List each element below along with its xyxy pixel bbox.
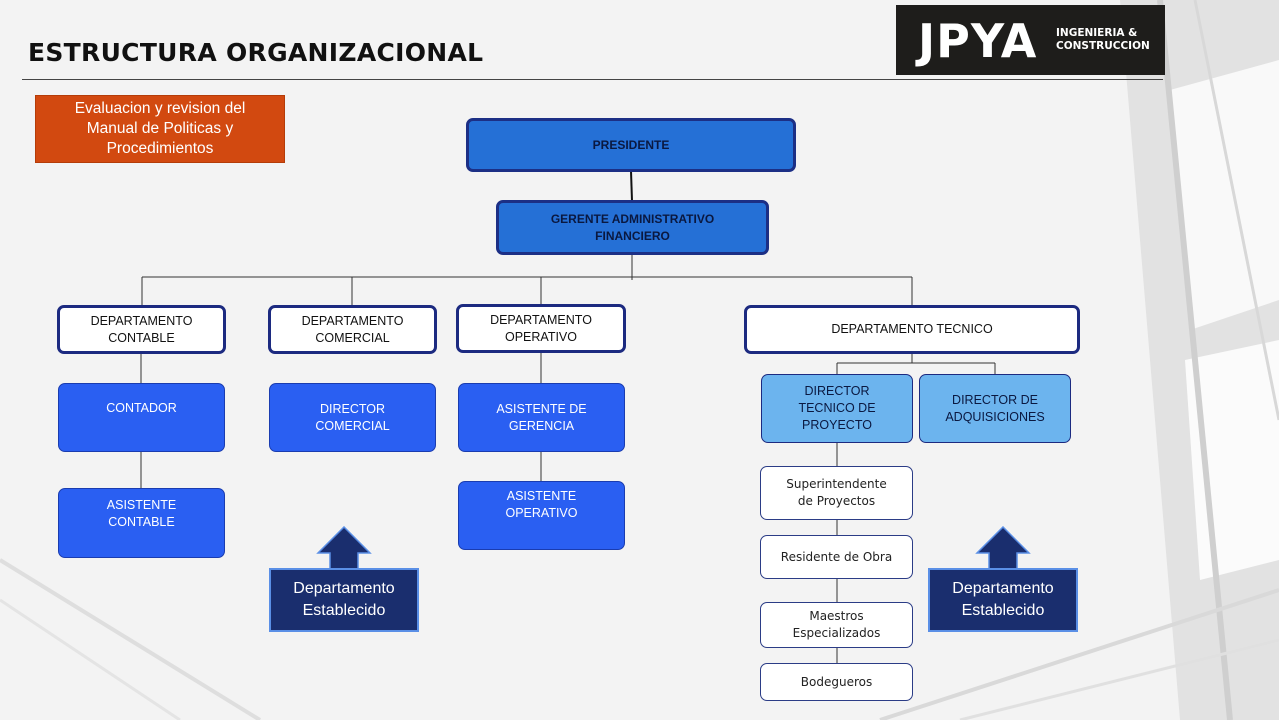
asistente-operativo-box: ASISTENTE OPERATIVO [458, 481, 625, 550]
evaluation-note: Evaluacion y revision del Manual de Poli… [35, 95, 285, 163]
callout-right: Departamento Establecido [928, 526, 1078, 632]
company-logo: JPYA INGENIERIA & CONSTRUCCION [896, 5, 1165, 75]
director-tecnico-box: DIRECTOR TECNICO DE PROYECTO [761, 374, 913, 443]
logo-tagline: INGENIERIA & CONSTRUCCION [1056, 27, 1150, 52]
bodegueros-box: Bodegueros [760, 663, 913, 701]
dept-contable-box: DEPARTAMENTO CONTABLE [57, 305, 226, 354]
director-adquisiciones-box: DIRECTOR DE ADQUISICIONES [919, 374, 1071, 443]
asistente-gerencia-box: ASISTENTE DE GERENCIA [458, 383, 625, 452]
contador-box: CONTADOR [58, 383, 225, 452]
up-arrow-icon [316, 526, 372, 570]
asistente-contable-box: ASISTENTE CONTABLE [58, 488, 225, 558]
gerente-box: GERENTE ADMINISTRATIVO FINANCIERO [496, 200, 769, 255]
president-box: PRESIDENTE [466, 118, 796, 172]
dept-operativo-box: DEPARTAMENTO OPERATIVO [456, 304, 626, 353]
callout-left-label: Departamento Establecido [269, 568, 419, 632]
director-comercial-box: DIRECTOR COMERCIAL [269, 383, 436, 452]
maestros-box: Maestros Especializados [760, 602, 913, 648]
dept-comercial-box: DEPARTAMENTO COMERCIAL [268, 305, 437, 354]
logo-wordmark: JPYA [918, 14, 1038, 68]
title-divider [22, 79, 1163, 80]
superintendente-box: Superintendente de Proyectos [760, 466, 913, 520]
residente-box: Residente de Obra [760, 535, 913, 579]
page-title: ESTRUCTURA ORGANIZACIONAL [28, 38, 484, 67]
callout-right-label: Departamento Establecido [928, 568, 1078, 632]
dept-tecnico-box: DEPARTAMENTO TECNICO [744, 305, 1080, 354]
up-arrow-icon [975, 526, 1031, 570]
callout-left: Departamento Establecido [269, 526, 419, 632]
